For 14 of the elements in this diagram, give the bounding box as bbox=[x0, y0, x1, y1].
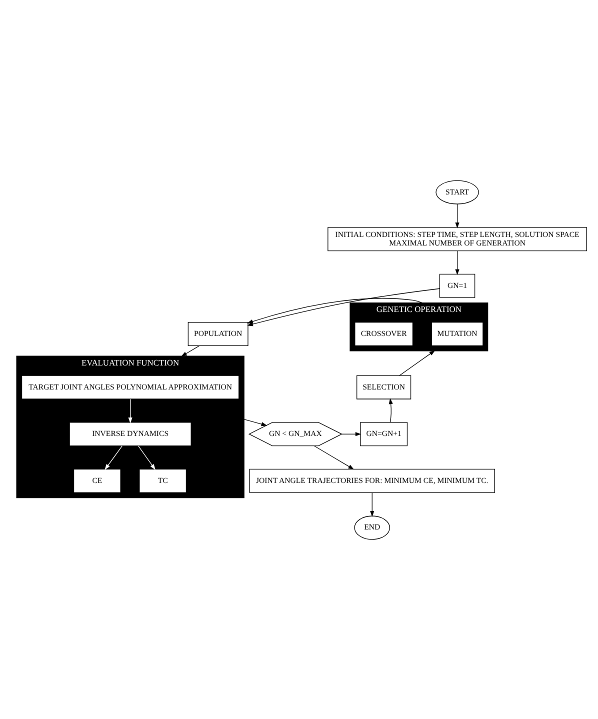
arrow bbox=[455, 250, 460, 275]
arrow bbox=[370, 492, 374, 516]
arrow bbox=[247, 297, 423, 323]
arrow bbox=[138, 445, 156, 470]
arrow bbox=[181, 344, 200, 356]
arrow bbox=[104, 445, 122, 470]
arrow bbox=[399, 350, 436, 376]
arrow bbox=[314, 445, 354, 470]
arrow bbox=[455, 203, 460, 228]
arrow bbox=[128, 398, 132, 423]
arrow bbox=[247, 288, 440, 326]
arrow bbox=[341, 432, 362, 436]
arrow bbox=[388, 398, 393, 422]
arrow bbox=[244, 418, 268, 426]
